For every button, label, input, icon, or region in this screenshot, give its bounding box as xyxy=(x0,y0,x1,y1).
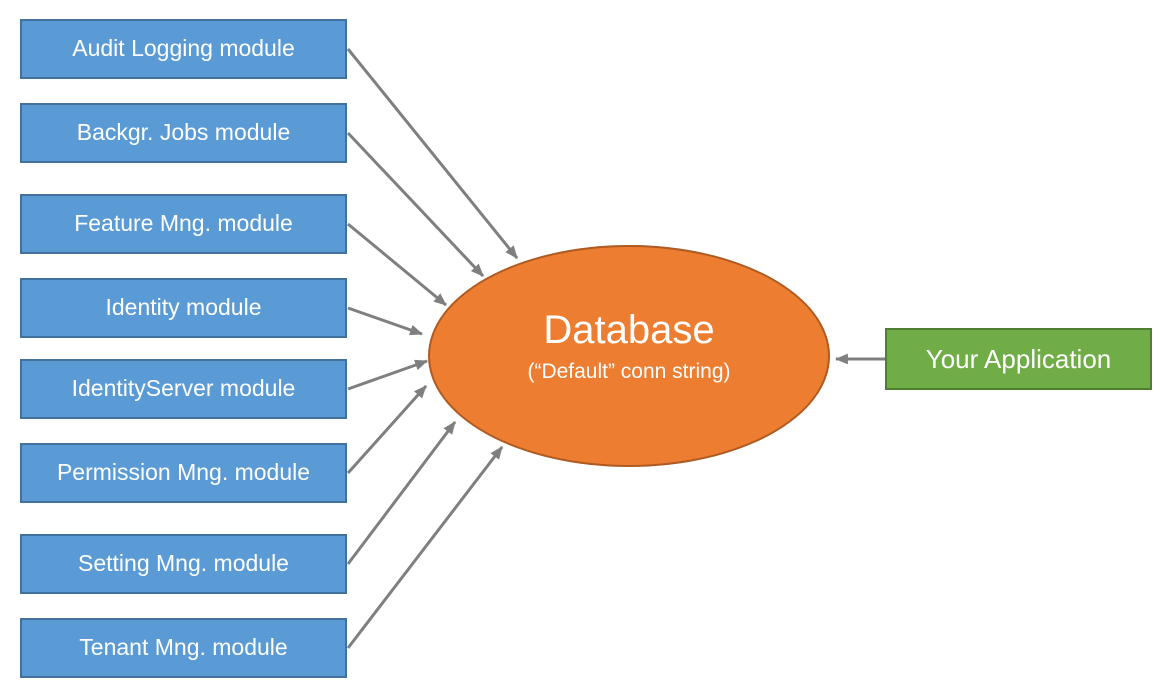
node-feature-mng-module: Feature Mng. module xyxy=(20,194,347,254)
application-label: Your Application xyxy=(925,343,1112,374)
module-label: Tenant Mng. module xyxy=(79,634,288,661)
node-database: Database (“Default” conn string) xyxy=(428,245,830,467)
module-label: Identity module xyxy=(105,294,262,321)
database-text-group: Database (“Default” conn string) xyxy=(527,307,730,385)
node-backgr-jobs-module: Backgr. Jobs module xyxy=(20,103,347,163)
module-label: Feature Mng. module xyxy=(74,210,293,237)
arrow-tenant-mng-to-database xyxy=(346,446,504,649)
database-conn-string: (“Default” conn string) xyxy=(527,360,731,383)
database-title: Database xyxy=(543,308,715,352)
node-your-application: Your Application xyxy=(885,328,1152,390)
arrow-identity-to-database xyxy=(347,306,424,336)
arrow-feature-mng-to-database xyxy=(347,222,447,307)
module-label: Backgr. Jobs module xyxy=(76,119,291,146)
arrow-backgr-jobs-to-database xyxy=(346,131,485,278)
arrow-permission-mng-to-database xyxy=(346,384,428,475)
arrow-audit-logging-to-database xyxy=(346,48,519,259)
node-setting-mng-module: Setting Mng. module xyxy=(20,534,347,594)
arrow-setting-mng-to-database xyxy=(346,421,457,565)
module-label: Setting Mng. module xyxy=(78,550,289,577)
node-tenant-mng-module: Tenant Mng. module xyxy=(20,618,347,678)
node-identity-module: Identity module xyxy=(20,278,347,338)
module-label: Permission Mng. module xyxy=(56,459,311,486)
module-label: Audit Logging module xyxy=(72,35,295,62)
node-audit-logging-module: Audit Logging module xyxy=(20,19,347,79)
node-identityserver-module: IdentityServer module xyxy=(20,359,347,419)
node-permission-mng-module: Permission Mng. module xyxy=(20,443,347,503)
arrow-identityserver-to-database xyxy=(347,359,429,391)
module-label: IdentityServer module xyxy=(71,375,296,402)
